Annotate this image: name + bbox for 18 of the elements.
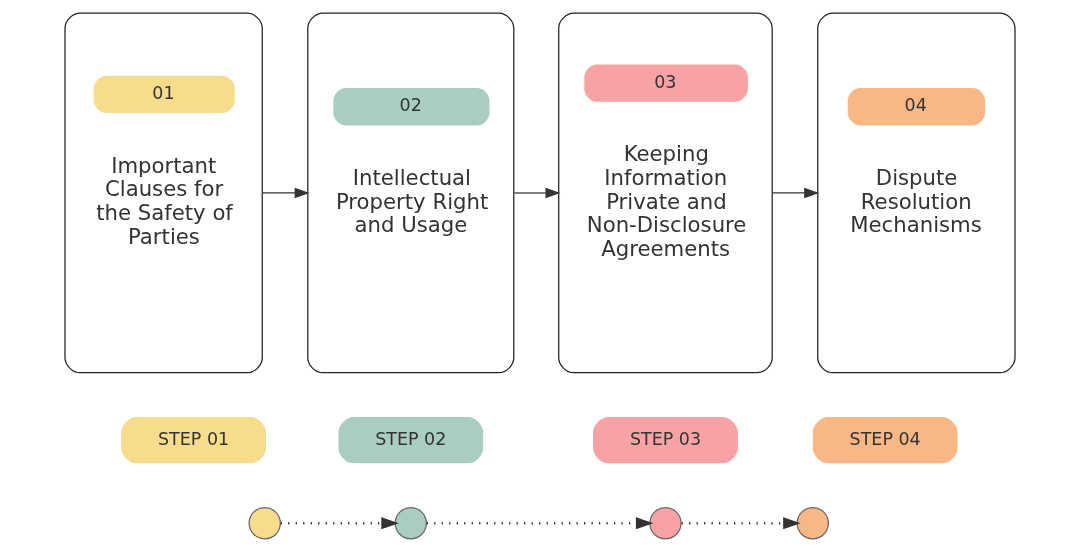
- node-circle: [796, 506, 829, 540]
- node-box: STEP 02: [338, 417, 484, 464]
- arrow: [513, 187, 561, 199]
- node-box: 01 Important Clauses for the Safety of Parties: [64, 12, 263, 374]
- node-box: 03 Keeping Information Private and Non-Disclosure Agreements: [558, 12, 773, 374]
- node-box: STEP 03: [593, 417, 738, 464]
- node-box: 04 Dispute Resolution Mechanisms: [817, 12, 1016, 374]
- node-circle: [649, 506, 682, 540]
- arrow: [261, 187, 310, 199]
- arrow: [280, 517, 399, 530]
- arrow: [771, 187, 820, 199]
- node-circle: [394, 506, 428, 540]
- node-box: STEP 01: [121, 417, 266, 464]
- node-box: STEP 04: [812, 417, 958, 464]
- arrow: [426, 517, 654, 530]
- node-box: 02 Intellectual Property Right and Usage: [307, 12, 515, 374]
- node-circle: [248, 506, 281, 540]
- arrow: [681, 517, 801, 530]
